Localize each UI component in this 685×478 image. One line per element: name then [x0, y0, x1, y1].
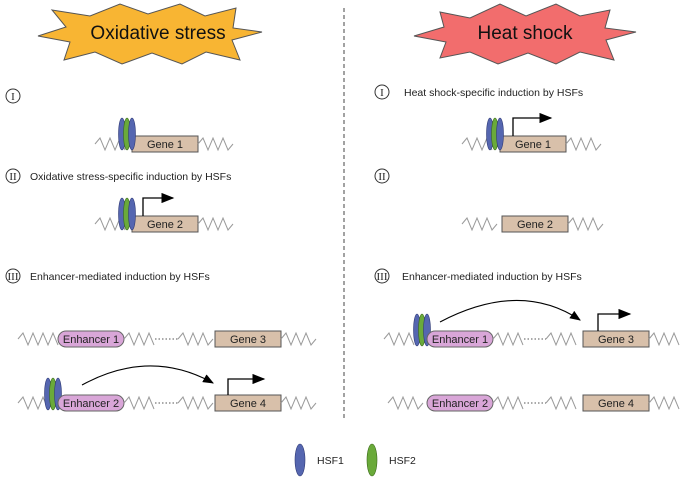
gene-row: Gene 2: [461, 215, 604, 233]
dna-strand: [177, 331, 214, 347]
gene-label: Gene 3: [230, 334, 266, 346]
heat-shock-burst: [413, 3, 637, 65]
gene-label: Gene 1: [515, 139, 551, 151]
gene-row: Gene 1: [94, 117, 234, 153]
gene-label: Gene 4: [230, 398, 266, 410]
oxidative-stress-title: Oxidative stress: [90, 23, 225, 44]
dna-strand: [492, 331, 524, 347]
hsf1-legend-icon: [294, 443, 306, 477]
enhancer-arrow: [81, 365, 214, 386]
dna-strand: [280, 331, 317, 347]
enhancer-label: Enhancer 2: [63, 398, 119, 410]
section-1-marker: [5, 88, 21, 104]
enhancer-row: Enhancer 1 Gene 3: [17, 330, 317, 348]
hsf-trimer: [486, 117, 504, 151]
enhancer-label: Enhancer 1: [63, 334, 119, 346]
dna-strand: [461, 216, 498, 232]
dna-strand: [17, 331, 59, 347]
dna-strand: [387, 395, 424, 411]
section-numeral: II: [9, 171, 17, 183]
section-numeral: I: [11, 91, 15, 103]
section-2-marker: [5, 168, 21, 184]
oxidative-stress-burst: [37, 3, 263, 65]
gene-label: Gene 1: [147, 139, 183, 151]
dna-strand: [280, 395, 317, 411]
legend-hsf2-label: HSF2: [389, 455, 416, 467]
enhancer-row: Enhancer 2 Gene 4: [387, 394, 680, 412]
heat-shock-title: Heat shock: [477, 23, 573, 44]
section-numeral: II: [378, 171, 386, 183]
section-caption: Enhancer-mediated induction by HSFs: [402, 271, 582, 283]
hsf-trimer: [413, 313, 431, 347]
section-numeral: III: [8, 271, 19, 283]
dna-strand: [648, 331, 680, 347]
enhancer-label: Enhancer 2: [432, 398, 488, 410]
transcription-arrow: [142, 192, 175, 216]
dna-strand: [567, 216, 604, 232]
enhancer-row: Enhancer 2 Gene 4: [17, 365, 317, 412]
transcription-arrow: [227, 373, 266, 395]
legend-hsf1-label: HSF1: [317, 455, 344, 467]
section-numeral: I: [380, 87, 384, 99]
dna-strand: [383, 331, 415, 347]
hsf1-icon: [128, 197, 136, 231]
dna-strand: [545, 395, 577, 411]
hsf1-icon: [496, 117, 504, 151]
section-1-marker: [374, 84, 390, 100]
dna-strand: [177, 395, 214, 411]
hsf-trimer: [118, 117, 136, 151]
transcription-arrow: [512, 112, 553, 136]
left-panel: Oxidative stress I Gene 1 II Oxidative s…: [5, 3, 317, 412]
section-2-marker: [374, 168, 390, 184]
gene-label: Gene 4: [598, 398, 634, 410]
gene-label: Gene 2: [147, 219, 183, 231]
legend: HSF1 HSF2: [294, 443, 416, 477]
hsf-trimer: [118, 197, 136, 231]
section-caption: Enhancer-mediated induction by HSFs: [30, 271, 210, 283]
dna-strand: [648, 395, 680, 411]
enhancer-label: Enhancer 1: [432, 334, 488, 346]
dna-strand: [197, 216, 234, 232]
dna-strand: [565, 136, 602, 152]
enhancer-arrow: [439, 299, 581, 323]
dna-strand: [123, 331, 155, 347]
dna-strand: [492, 395, 524, 411]
gene-row: Gene 2: [94, 192, 234, 233]
dna-strand: [197, 136, 234, 152]
transcription-arrow: [597, 308, 632, 331]
dna-strand: [545, 331, 577, 347]
section-3-marker: [374, 268, 390, 284]
hsf1-icon: [128, 117, 136, 151]
gene-label: Gene 3: [598, 334, 634, 346]
dna-strand: [17, 395, 49, 411]
section-3-marker: [5, 268, 21, 284]
right-panel: Heat shock I Heat shock-specific inducti…: [374, 3, 680, 412]
enhancer-row: Enhancer 1 Gene 3: [383, 299, 680, 348]
section-caption: Heat shock-specific induction by HSFs: [404, 87, 583, 99]
gene-label: Gene 2: [517, 219, 553, 231]
section-numeral: III: [377, 271, 388, 283]
section-caption: Oxidative stress-specific induction by H…: [30, 171, 231, 183]
dna-strand: [123, 395, 155, 411]
gene-row: Gene 1: [461, 112, 602, 153]
hsf2-legend-icon: [366, 443, 378, 477]
